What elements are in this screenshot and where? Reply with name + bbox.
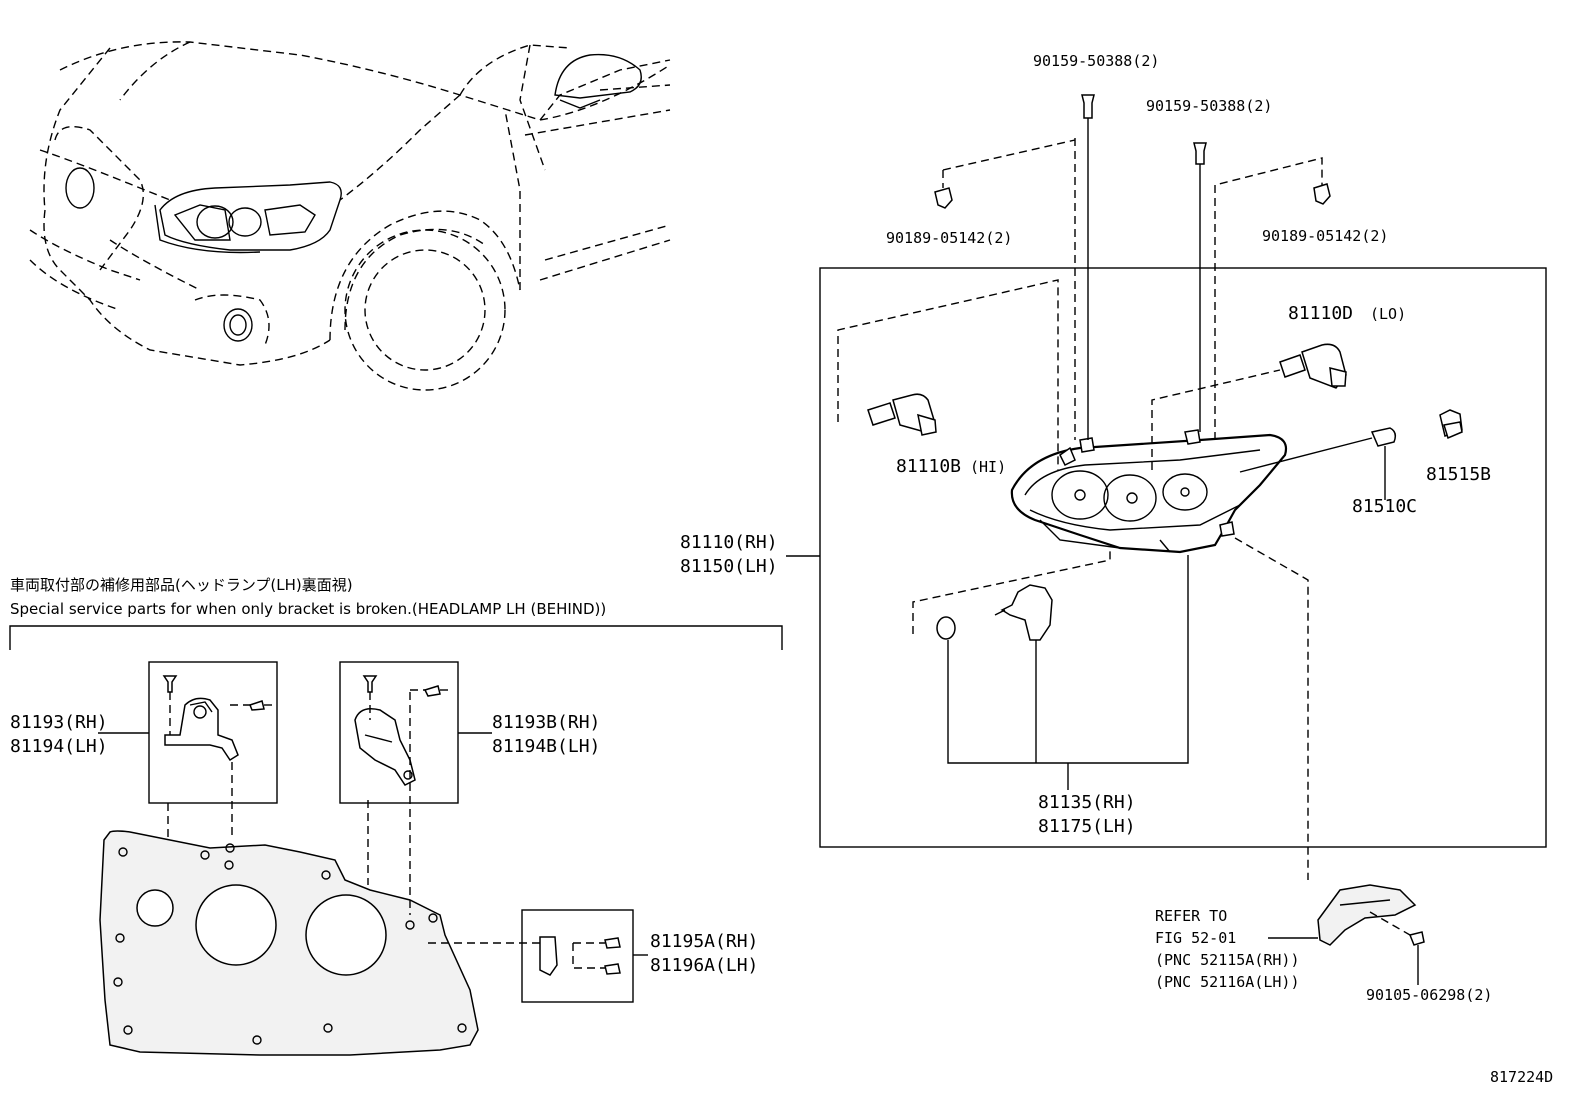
label-81110b: 81110B [896,456,961,477]
label-81515b: 81515B [1426,464,1491,485]
label-81194b-lh: 81194B(LH) [492,736,600,757]
housing-back-plate [99,830,479,1056]
headlamp-housing [1010,429,1288,554]
top-fasteners: 90159-50388(2) 90159-50388(2) 90189-0514… [886,52,1388,440]
label-90159-50388-2: 90159-50388(2) [1146,97,1272,115]
bracket-a-group: 81193(RH) 81194(LH) [10,661,278,842]
label-90189-05142-right: 90189-05142(2) [1262,227,1388,245]
service-note: 車両取付部の補修用部品(ヘッドランプ(LH)裏面視) Special servi… [9,576,783,650]
label-fig-52-01: FIG 52-01 [1155,929,1236,947]
socket-81515b-icon: 81515B [1426,409,1491,485]
leveling-unit-icon: 81135(RH) 81175(LH) [936,555,1189,837]
label-81110d: 81110D [1288,303,1353,324]
label-81110d-suffix: (LO) [1370,305,1406,323]
note-japanese: 車両取付部の補修用部品(ヘッドランプ(LH)裏面視) [10,576,353,594]
note-english: Special service parts for when only brac… [10,600,606,618]
label-81135-rh: 81135(RH) [1038,792,1136,813]
label-pnc-52115a: (PNC 52115A(RH)) [1155,951,1300,969]
figure-id: 817224D [1490,1068,1553,1086]
car-front-illustration [29,41,671,391]
label-81175-lh: 81175(LH) [1038,816,1136,837]
bulb-lo-icon: 81110D (LO) [1279,303,1406,389]
bulb-81510c-icon: 81510C [1239,427,1417,517]
label-81110-rh: 81110(RH) [680,532,778,553]
label-81110b-suffix: (HI) [970,458,1006,476]
label-81193-rh: 81193(RH) [10,712,108,733]
label-81196a-lh: 81196A(LH) [650,955,758,976]
label-81150-lh: 81150(LH) [680,556,778,577]
label-90105-06298: 90105-06298(2) [1366,986,1492,1004]
label-90159-50388-1: 90159-50388(2) [1033,52,1159,70]
label-81510c: 81510C [1352,496,1417,517]
label-pnc-52116a: (PNC 52116A(LH)) [1155,973,1300,991]
headlamp-assembly: 81110(RH) 81150(LH) 81110B [680,138,1547,880]
bulb-hi-icon: 81110B (HI) [867,393,1006,477]
bracket-c-group: 81195A(RH) 81196A(LH) [428,909,758,1003]
external-bracket: REFER TO FIG 52-01 (PNC 52115A(RH)) (PNC… [1155,884,1492,1004]
label-81194-lh: 81194(LH) [10,736,108,757]
label-90189-05142-left: 90189-05142(2) [886,229,1012,247]
bracket-b-group: 81193B(RH) 81194B(LH) [339,661,600,915]
label-refer-to: REFER TO [1155,907,1227,925]
label-81193b-rh: 81193B(RH) [492,712,600,733]
mounting-holes [113,843,467,1045]
label-81195a-rh: 81195A(RH) [650,931,758,952]
